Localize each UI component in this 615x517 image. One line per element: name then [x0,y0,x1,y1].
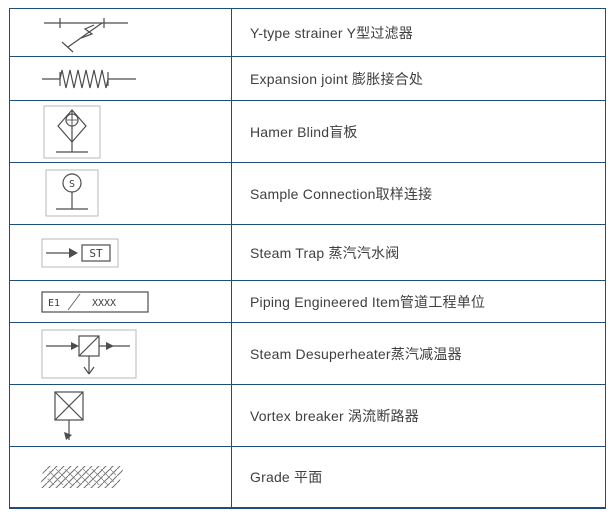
piping-engineered-item-icon: E1 XXXX [41,290,149,313]
symbol-cell: E1 XXXX [10,281,232,322]
symbol-label: Sample Connection取样连接 [250,185,433,202]
symbol-cell [10,447,232,507]
table-row: ST Steam Trap 蒸汽汽水阀 [10,225,605,281]
symbol-label: Expansion joint 膨胀接合处 [250,70,424,87]
steam-desuperheater-icon [41,329,137,378]
piping-item-prefix: E1 [48,298,60,309]
vortex-breaker-icon [54,390,84,440]
table-row: S Sample Connection取样连接 [10,163,605,225]
symbol-label: Grade 平面 [250,469,323,485]
symbol-cell [10,385,232,446]
symbol-label: Steam Desuperheater蒸汽减温器 [250,345,462,362]
symbol-legend-table: Y-type strainer Y型过滤器 Expansion joint 膨胀… [9,8,606,509]
symbol-cell [10,57,232,100]
steam-trap-tag: ST [89,247,103,260]
table-row: Grade 平面 [10,447,605,507]
table-row: Vortex breaker 涡流断路器 [10,385,605,447]
symbol-label: Hamer Blind盲板 [250,123,358,140]
sample-letter: S [69,179,75,190]
y-type-strainer-icon [44,17,128,52]
steam-trap-icon: ST [41,238,119,267]
symbol-label: Y-type strainer Y型过滤器 [250,24,413,41]
expansion-joint-icon [42,69,136,88]
symbol-cell [10,323,232,384]
table-row: E1 XXXX Piping Engineered Item管道工程单位 [10,281,605,323]
grade-icon [40,466,124,488]
symbol-cell [10,9,232,56]
sample-connection-icon: S [45,169,99,216]
table-row: Y-type strainer Y型过滤器 [10,9,605,57]
hamer-blind-icon [43,105,101,158]
table-row: Steam Desuperheater蒸汽减温器 [10,323,605,385]
table-row: Hamer Blind盲板 [10,101,605,163]
symbol-label: Steam Trap 蒸汽汽水阀 [250,244,400,261]
symbol-cell: ST [10,225,232,280]
symbol-label: Piping Engineered Item管道工程单位 [250,293,486,310]
symbol-cell: S [10,163,232,224]
piping-item-number: XXXX [92,298,116,309]
table-row: Expansion joint 膨胀接合处 [10,57,605,101]
symbol-cell [10,101,232,162]
symbol-label: Vortex breaker 涡流断路器 [250,407,419,424]
